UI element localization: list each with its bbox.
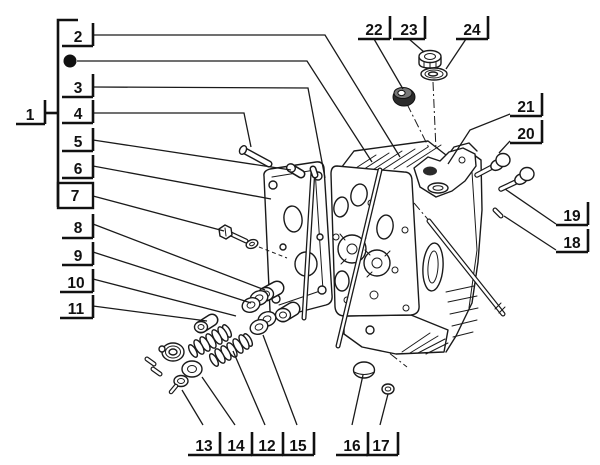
valve-spring-upper — [187, 324, 233, 358]
cap-nut-drawing — [418, 49, 442, 69]
callout-label-15: 15 — [289, 438, 307, 455]
callout-label-22: 22 — [365, 22, 382, 39]
leader-line-22 — [373, 38, 404, 90]
plug-drawings — [352, 361, 395, 395]
leader-line-19 — [504, 188, 557, 225]
callout-label-12: 12 — [258, 438, 275, 455]
rocker-bracket-drawing — [413, 147, 477, 198]
leader-line-16 — [351, 374, 364, 426]
pin-drawing — [492, 207, 504, 219]
callout-label-9: 9 — [74, 248, 83, 265]
callout-spine — [56, 18, 78, 207]
callout-label-8: 8 — [74, 220, 83, 237]
callout-box-7 — [56, 181, 95, 210]
leader-line-12 — [232, 350, 266, 426]
callout-label-21: 21 — [517, 99, 535, 116]
callout-label-17: 17 — [372, 438, 389, 455]
callout-label-24: 24 — [463, 22, 481, 39]
assembly-dot — [63, 54, 77, 68]
callout-label-3: 3 — [74, 80, 83, 97]
washer-drawing — [420, 67, 448, 81]
gasket-drawing — [263, 161, 333, 319]
dowel-drawing — [285, 163, 306, 179]
cylinder-head-drawing — [330, 140, 483, 355]
callout-label-11: 11 — [68, 301, 85, 318]
callout-label-2: 2 — [74, 29, 83, 46]
callout-label-6: 6 — [74, 161, 83, 178]
leader-line-3 — [92, 86, 326, 179]
callout-label-4: 4 — [74, 106, 83, 123]
leader-line-10 — [92, 278, 237, 317]
leader-line-13 — [181, 389, 204, 426]
leader-line-5 — [92, 139, 292, 171]
leader-line-8 — [92, 223, 266, 291]
callout-label-14: 14 — [227, 438, 245, 455]
leader-line-20 — [498, 140, 511, 154]
valve-drawing — [426, 218, 506, 317]
leader-line-15 — [262, 334, 298, 426]
callout-label-20: 20 — [517, 126, 534, 143]
leader-line-21 — [447, 113, 511, 165]
valve-spring-cluster-drawing — [144, 280, 301, 395]
callout-label-19: 19 — [563, 208, 581, 225]
leader-line-7 — [92, 195, 225, 232]
callout-label-5: 5 — [74, 134, 83, 151]
leader-line-14 — [201, 376, 236, 426]
leader-line-23 — [408, 38, 425, 53]
stud-drawing — [238, 144, 273, 168]
bracket-shading — [423, 166, 437, 176]
leader-line-6 — [92, 165, 272, 200]
leader-line-17 — [379, 393, 389, 426]
leader-line-18 — [503, 215, 557, 251]
callout-label-7: 7 — [71, 188, 80, 205]
assembly-dot-leader — [77, 60, 373, 163]
callout-label-18: 18 — [563, 235, 581, 252]
leader-line-24 — [445, 38, 467, 70]
leader-line-11 — [92, 305, 208, 322]
nut-drawing — [392, 87, 416, 107]
leader-line-9 — [92, 251, 252, 304]
leader-line-4 — [93, 112, 252, 148]
callout-label-13: 13 — [195, 438, 213, 455]
head-bolt-drawings — [474, 152, 535, 192]
callout-label-16: 16 — [343, 438, 361, 455]
bolt-washer-drawing — [218, 224, 288, 259]
leader-line-2 — [93, 34, 401, 158]
callout-label-1: 1 — [26, 107, 35, 124]
callout-label-23: 23 — [400, 22, 418, 39]
pushrod-drawings — [301, 165, 383, 349]
callout-label-10: 10 — [67, 275, 84, 292]
